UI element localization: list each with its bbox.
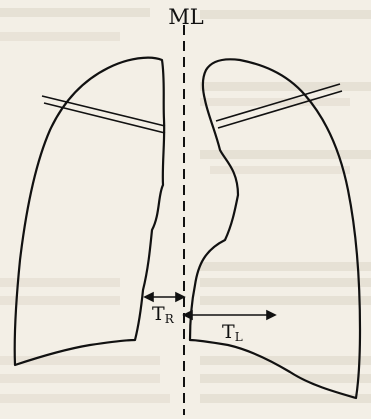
tl-label: TL: [222, 321, 243, 344]
bleed-through-text: [0, 8, 371, 403]
tl-measurement-arrow: [184, 311, 275, 319]
midline-label: ML: [168, 5, 204, 29]
left-lung-outline: [190, 59, 360, 398]
right-clavicle-line: [42, 96, 165, 133]
right-lung-outline: [15, 58, 164, 365]
tl-label-subscript: L: [235, 330, 243, 344]
tr-label-subscript: R: [165, 312, 175, 326]
tr-measurement-arrow: [145, 293, 184, 301]
tr-label: TR: [152, 303, 175, 326]
